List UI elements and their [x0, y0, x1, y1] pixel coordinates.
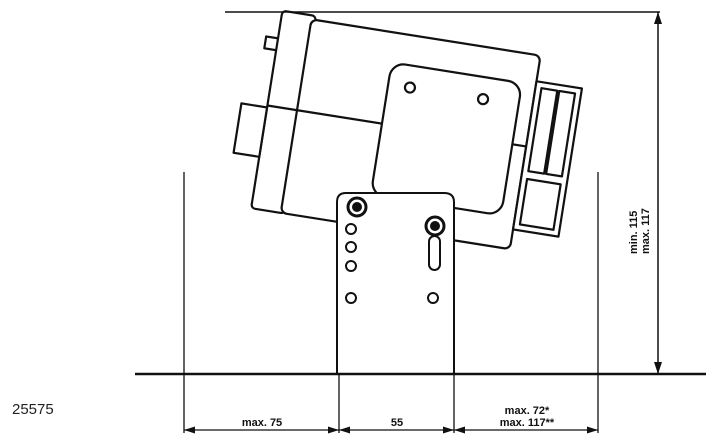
figure-number: 25575 [12, 401, 54, 418]
arrow-left-start [184, 426, 195, 434]
dimension-middle-label: 55 [391, 417, 403, 429]
dimension-left-label: max. 75 [242, 417, 282, 429]
plate-screw-2 [476, 93, 490, 106]
arrow-mid-start [339, 426, 350, 434]
arrow-left-end [328, 426, 339, 434]
bracket-hole-2 [345, 241, 357, 253]
bracket-hole-4 [345, 292, 357, 304]
arrow-right-end [587, 426, 598, 434]
camera-body [232, 10, 584, 250]
bottom-dimension [184, 426, 598, 434]
dimension-right-label-2: max. 117** [500, 417, 555, 429]
lens-element-2 [545, 89, 577, 178]
dimension-right-label-1: max. 72* [505, 405, 550, 417]
arrow-right-start [454, 426, 465, 434]
bracket-hole-5 [427, 292, 439, 304]
mounting-bracket [336, 192, 455, 374]
height-label-min: min. 115 [628, 211, 640, 254]
height-arrow-top [654, 12, 662, 24]
bracket-hole-1 [345, 223, 357, 235]
arrow-mid-end [443, 426, 454, 434]
bracket-slot [428, 235, 441, 271]
height-label-max: max. 117 [640, 208, 652, 254]
bracket-hole-3 [345, 260, 357, 272]
bracket-plate [336, 192, 455, 374]
extension-lines [183, 172, 599, 433]
lens-element-3 [518, 177, 562, 231]
height-dimension [225, 11, 662, 374]
plate-screw-1 [403, 81, 417, 94]
bracket-bolt-2-head [430, 221, 440, 231]
camera-side-clip [232, 102, 269, 158]
lens-element-1 [527, 87, 559, 175]
bracket-bolt-1-head [352, 202, 362, 212]
height-arrow-bottom [654, 362, 662, 374]
